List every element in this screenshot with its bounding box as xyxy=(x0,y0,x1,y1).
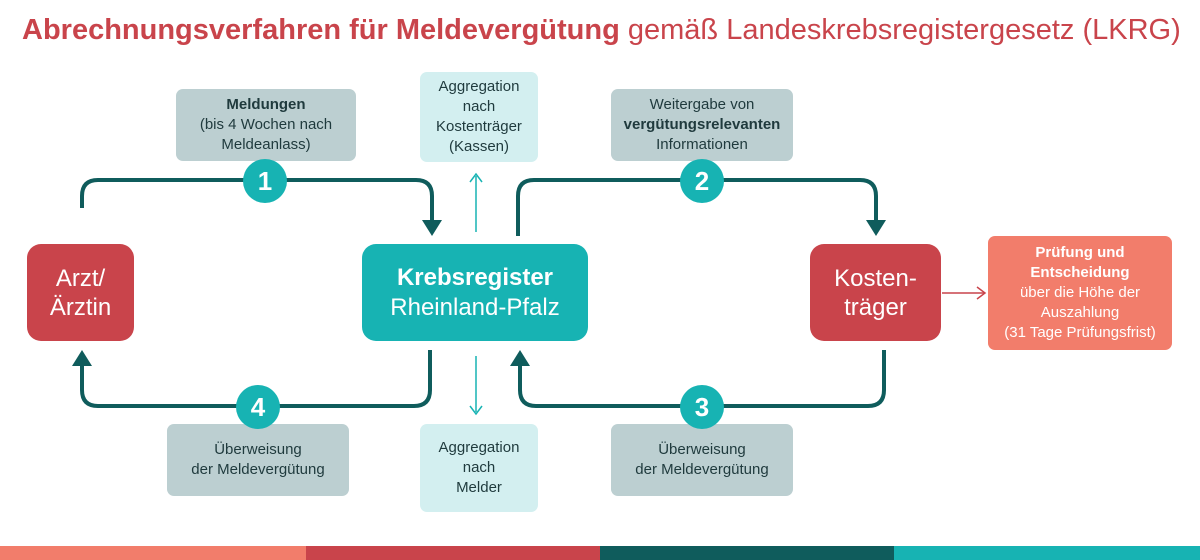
label-weitergabe: Weitergabe von vergütungsrelevanten Info… xyxy=(611,89,793,161)
footer-bar-salmon xyxy=(0,546,306,560)
label-aggregation-kassen: Aggregation nach Kostenträger (Kassen) xyxy=(420,72,538,162)
step-1-badge: 1 xyxy=(243,159,287,203)
node-kostentraeger: Kosten- träger xyxy=(810,244,941,341)
step-2-badge: 2 xyxy=(680,159,724,203)
footer-bar-red xyxy=(306,546,600,560)
arrowhead-1 xyxy=(422,220,442,236)
arrowhead-2 xyxy=(866,220,886,236)
step-3-badge: 3 xyxy=(680,385,724,429)
title-normal: gemäß Landeskrebsregistergesetz (LKRG) xyxy=(627,14,1181,46)
step-4-badge: 4 xyxy=(236,385,280,429)
node-pruefung: Prüfung und Entscheidung über die Höhe d… xyxy=(988,236,1172,350)
label-ueberweisung-3: Überweisung der Meldevergütung xyxy=(611,424,793,496)
footer-bar-cyan xyxy=(894,546,1200,560)
label-aggregation-melder: Aggregation nach Melder xyxy=(420,424,538,512)
node-arzt: Arzt/ Ärztin xyxy=(27,244,134,341)
title-bold: Abrechnungsverfahren für Meldevergütung xyxy=(22,14,620,46)
label-ueberweisung-4: Überweisung der Meldevergütung xyxy=(167,424,349,496)
footer-bar-teal xyxy=(600,546,894,560)
page-title: Abrechnungsverfahren für Meldevergütung … xyxy=(22,14,1181,47)
arrowhead-4 xyxy=(72,350,92,366)
node-krebsregister: Krebsregister Rheinland-Pfalz xyxy=(362,244,588,341)
label-meldungen: Meldungen (bis 4 Wochen nach Meldeanlass… xyxy=(176,89,356,161)
arrowhead-3 xyxy=(510,350,530,366)
